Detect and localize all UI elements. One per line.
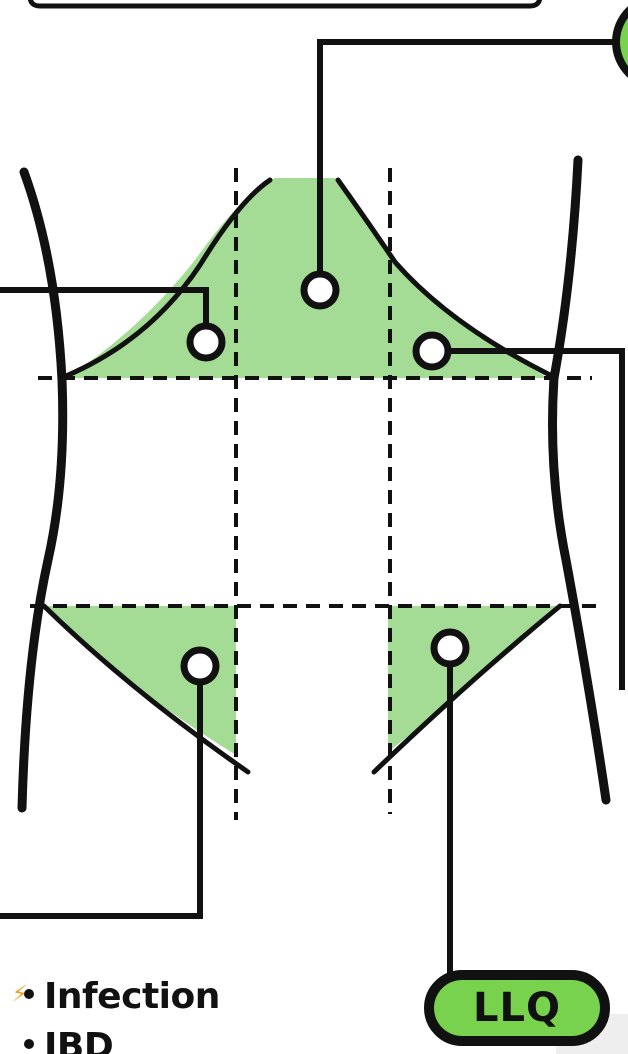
marker-luq <box>416 335 448 367</box>
condition-label: IBD <box>44 1026 113 1054</box>
body-left-side <box>22 172 63 808</box>
marker-ruq <box>190 326 222 358</box>
bullet-icon <box>24 1039 34 1049</box>
llq-label: LLQ <box>434 980 600 1036</box>
top-right-badge <box>612 0 628 90</box>
list-item: Infection <box>14 972 220 1022</box>
condition-label: Infection <box>44 976 220 1017</box>
marker-llq <box>434 632 466 664</box>
llq-badge[interactable]: LLQ <box>424 970 610 1046</box>
lightning-spark-icon: ⚡ <box>12 970 27 1020</box>
marker-rlq <box>184 650 216 682</box>
marker-epigastric <box>304 274 336 306</box>
conditions-list: ⚡ Infection IBD <box>14 972 220 1054</box>
list-item: IBD <box>14 1022 220 1054</box>
top-label-box <box>30 0 540 6</box>
body-right-side <box>553 160 607 800</box>
